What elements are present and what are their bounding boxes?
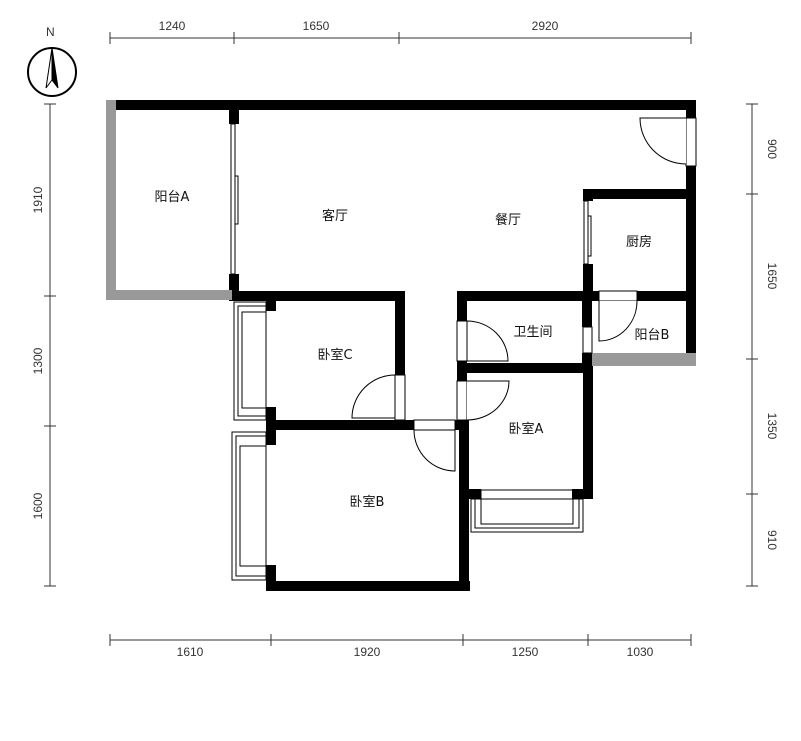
dim-right-4: 910: [765, 530, 779, 550]
dim-bottom-1: 1610: [177, 645, 204, 659]
dim-left-2: 1300: [31, 347, 45, 374]
dim-left-3: 1600: [31, 492, 45, 519]
door-bedroom-b: [413, 419, 456, 472]
room-label-dining-room: 餐厅: [495, 212, 521, 228]
door-bathroom: [456, 320, 509, 362]
door-bedroom-c: [351, 374, 406, 421]
dim-right-2: 1650: [765, 263, 779, 290]
dim-right-1: 900: [765, 139, 779, 159]
right-dimension-line: [746, 103, 758, 587]
sliding-door-balcony-a: [230, 123, 239, 275]
balcony-walls: [106, 100, 696, 366]
top-dimension-line: [109, 32, 692, 44]
compass-label: N: [46, 25, 55, 39]
compass-north-icon: [27, 47, 77, 97]
dim-bottom-4: 1030: [627, 645, 654, 659]
dim-top-2: 1650: [303, 19, 330, 33]
dim-left-1: 1910: [31, 186, 45, 213]
dim-right-3: 1350: [765, 413, 779, 440]
dim-top-1: 1240: [159, 19, 186, 33]
room-label-bedroom-b: 卧室B: [350, 494, 385, 510]
room-label-bathroom: 卫生间: [513, 325, 552, 340]
left-dimension-line: [44, 103, 56, 587]
walls: [106, 100, 696, 591]
dim-top-3: 2920: [532, 19, 559, 33]
room-label-bedroom-a: 卧室A: [509, 421, 544, 437]
entry-door: [639, 117, 697, 167]
dim-bottom-3: 1250: [512, 645, 539, 659]
bottom-dimension-line: [109, 634, 692, 646]
door-balcony-b: [582, 290, 638, 354]
room-label-balcony-a: 阳台A: [155, 190, 190, 205]
bay-window-bedroom-a: [470, 489, 584, 533]
room-label-bedroom-c: 卧室C: [317, 347, 352, 363]
room-label-kitchen: 厨房: [626, 234, 652, 250]
bay-window-bedroom-b: [231, 431, 267, 581]
bay-window-bedroom-c: [233, 301, 267, 421]
room-label-balcony-b: 阳台B: [635, 328, 670, 343]
dim-bottom-2: 1920: [354, 645, 381, 659]
room-label-living-room: 客厅: [322, 208, 348, 224]
door-bedroom-a: [456, 380, 510, 421]
kitchen-sliding-door: [583, 200, 592, 265]
